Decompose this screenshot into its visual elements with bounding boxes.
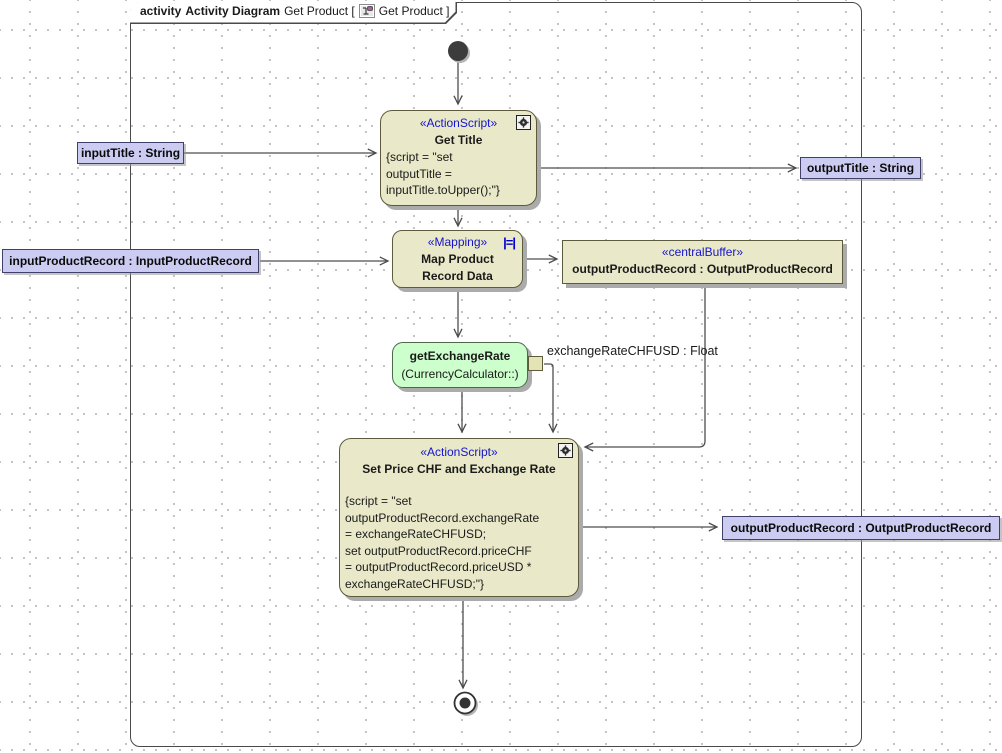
object-node-input-product-record[interactable]: inputProductRecord : InputProductRecord [2, 249, 259, 273]
map-product-name-line1: Map Product [421, 252, 494, 266]
get-title-script-line: inputTitle.toUpper();"} [386, 183, 500, 197]
object-node-input-title[interactable]: inputTitle : String [77, 142, 184, 164]
action-node-get-title[interactable]: «ActionScript» Get Title {script = "set … [380, 110, 537, 206]
object-node-label: outputProductRecord : OutputProductRecor… [730, 521, 992, 535]
set-price-script-line: exchangeRateCHFUSD;"} [345, 576, 484, 591]
get-title-stereotype: «ActionScript» [419, 116, 498, 130]
frame-header-tab[interactable]: activity Activity Diagram Get Product [ … [130, 2, 457, 24]
set-price-script-line: set outputProductRecord.priceCHF [345, 543, 532, 558]
map-product-stereotype: «Mapping» [427, 235, 488, 249]
edge-pin-to-set-price[interactable] [544, 363, 558, 434]
get-exchange-rate-name: getExchangeRate [409, 349, 511, 363]
object-node-label: outputTitle : String [806, 161, 915, 175]
activity-diagram-icon [359, 4, 375, 18]
object-node-label: inputTitle : String [80, 146, 181, 160]
get-title-script-line: {script = "set [386, 150, 453, 164]
object-node-output-product-record[interactable]: outputProductRecord : OutputProductRecor… [722, 516, 1000, 540]
set-price-script-line: = outputProductRecord.priceUSD * [345, 560, 532, 574]
get-exchange-rate-qualifier: (CurrencyCalculator::) [401, 367, 519, 381]
action-node-map-product[interactable]: «Mapping» Map Product Record Data |=| [392, 230, 523, 288]
mapping-icon: |=| [503, 235, 516, 250]
frame-diagram-type: Activity Diagram [185, 4, 281, 19]
edge-buffer-to-set-price[interactable] [583, 285, 706, 452]
frame-name-left: Get Product [ [284, 4, 355, 19]
set-price-name: Set Price CHF and Exchange Rate [362, 462, 556, 476]
gear-icon [558, 443, 573, 458]
call-behavior-node-get-exchange-rate[interactable]: getExchangeRate (CurrencyCalculator::) [392, 342, 528, 388]
pin-label-exchange-rate: exchangeRateCHFUSD : Float [547, 344, 718, 358]
get-title-script-line: outputTitle = [386, 166, 452, 181]
action-node-set-price[interactable]: «ActionScript» Set Price CHF and Exchang… [339, 438, 579, 597]
final-node-core [459, 697, 471, 709]
object-node-label: inputProductRecord : InputProductRecord [9, 254, 252, 268]
frame-header-content: activity Activity Diagram Get Product [ … [130, 2, 456, 23]
central-buffer-stereotype: «centralBuffer» [661, 245, 744, 259]
initial-node[interactable] [448, 41, 468, 61]
map-product-name-line2: Record Data [422, 269, 493, 283]
activity-frame [130, 2, 862, 747]
central-buffer-name: outputProductRecord : OutputProductRecor… [572, 262, 833, 276]
set-price-stereotype: «ActionScript» [420, 445, 498, 459]
object-node-output-title[interactable]: outputTitle : String [800, 157, 921, 179]
central-buffer-node[interactable]: «centralBuffer» outputProductRecord : Ou… [562, 240, 843, 284]
get-title-name: Get Title [434, 133, 483, 147]
set-price-script-line: {script = "set [345, 494, 412, 508]
gear-icon [516, 115, 531, 130]
set-price-script-line: outputProductRecord.exchangeRate [345, 510, 540, 525]
output-pin-exchange-rate[interactable] [528, 356, 543, 371]
frame-kind-label: activity [140, 4, 182, 19]
frame-name-right: Get Product ] [378, 4, 450, 19]
set-price-script-line: = exchangeRateCHFUSD; [345, 527, 487, 541]
